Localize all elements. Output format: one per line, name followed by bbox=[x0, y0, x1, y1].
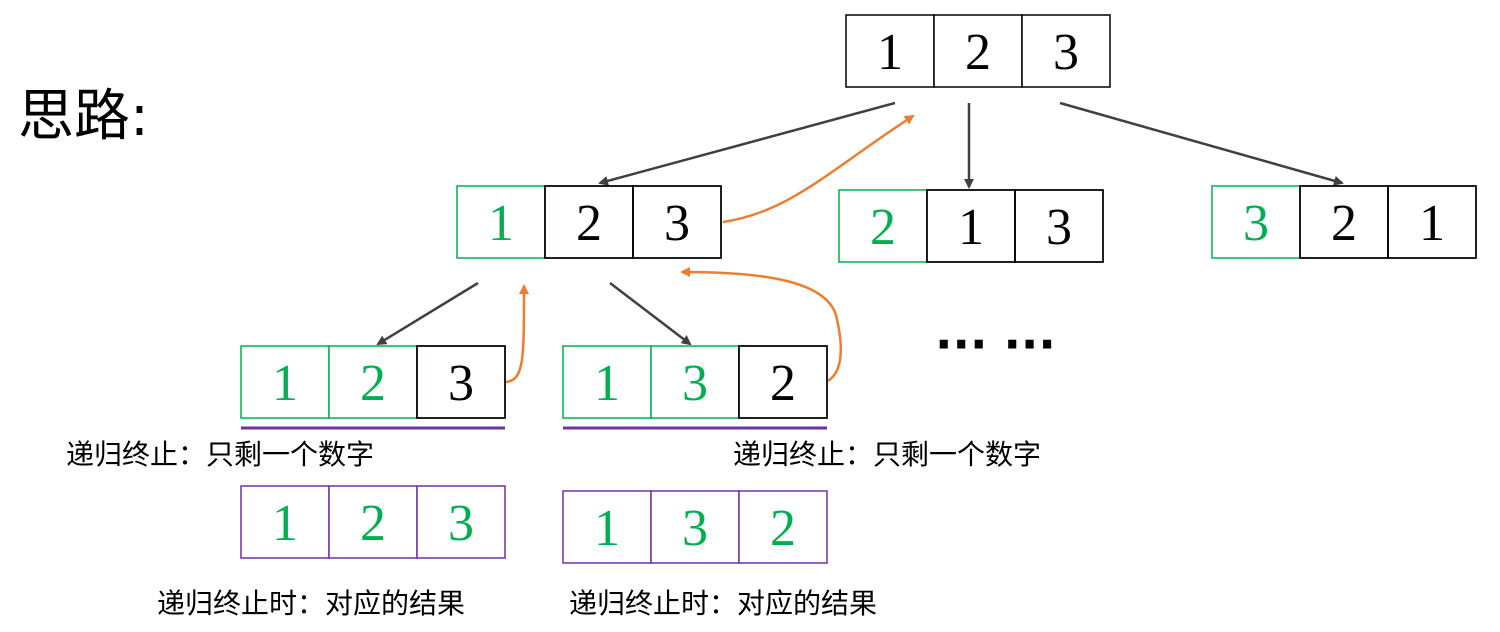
node-cell-border bbox=[1014, 189, 1104, 263]
node-cell bbox=[926, 189, 1016, 263]
node-digit: 2 bbox=[965, 24, 991, 81]
recursion-end-caption-b: 递归终止：只剩一个数字 bbox=[733, 438, 1041, 471]
node-digit: 3 bbox=[682, 355, 708, 412]
return-arrow-l2b-to-l1a bbox=[680, 267, 842, 383]
node-digit: 3 bbox=[448, 355, 474, 412]
node-cell-border bbox=[632, 185, 722, 259]
node-result-b: 1 3 2 bbox=[562, 490, 828, 564]
descend-arrow-l1a-to-l2b bbox=[609, 282, 692, 346]
node-cell bbox=[933, 14, 1023, 88]
node-digit: 3 bbox=[1053, 24, 1079, 81]
node-digit: 3 bbox=[448, 495, 474, 552]
node-digit: 2 bbox=[770, 355, 796, 412]
node-level2-b: 1 3 2 bbox=[562, 345, 828, 419]
node-digit: 3 bbox=[1046, 199, 1072, 256]
node-level1-c: 3 2 1 bbox=[1211, 185, 1477, 259]
node-digit: 1 bbox=[1419, 195, 1445, 252]
node-digit: 2 bbox=[360, 355, 386, 412]
node-cell bbox=[240, 345, 330, 419]
descend-arrow-root-to-l1a bbox=[598, 101, 896, 186]
node-digit: 1 bbox=[488, 195, 514, 252]
node-cell bbox=[650, 490, 740, 564]
descend-arrow-root-to-l1c bbox=[1059, 101, 1344, 186]
node-level1-b: 2 1 3 bbox=[838, 189, 1104, 263]
node-digit: 2 bbox=[1331, 195, 1357, 252]
node-cell bbox=[240, 485, 330, 559]
node-cell bbox=[416, 485, 506, 559]
node-digit: 1 bbox=[594, 500, 620, 557]
node-level2-a: 1 2 3 bbox=[240, 345, 506, 419]
node-cell bbox=[845, 14, 935, 88]
node-cell-border bbox=[738, 345, 828, 419]
result-caption-a: 递归终止时：对应的结果 bbox=[157, 587, 465, 620]
descend-arrow-l1a-to-l2a bbox=[376, 281, 479, 346]
node-digit: 1 bbox=[877, 24, 903, 81]
node-cell bbox=[328, 345, 418, 419]
node-digit: 3 bbox=[682, 500, 708, 557]
node-root: 1 2 3 bbox=[845, 14, 1111, 88]
node-cell bbox=[562, 345, 652, 419]
node-digit: 2 bbox=[360, 495, 386, 552]
node-cell bbox=[456, 185, 546, 259]
recursion-end-caption-a: 递归终止：只剩一个数字 bbox=[66, 438, 374, 471]
node-digit: 2 bbox=[770, 500, 796, 557]
node-digit: 1 bbox=[958, 199, 984, 256]
ellipsis: ··· ··· bbox=[935, 317, 1056, 371]
node-cell bbox=[328, 485, 418, 559]
result-caption-b: 递归终止时：对应的结果 bbox=[569, 587, 877, 620]
node-digit: 3 bbox=[1243, 195, 1269, 252]
return-arrow-l1a-to-root bbox=[722, 114, 915, 224]
node-cell bbox=[738, 345, 828, 419]
node-cell bbox=[738, 490, 828, 564]
return-arrow-l2a-to-l1a bbox=[505, 284, 529, 384]
node-digit: 3 bbox=[664, 195, 690, 252]
node-digit: 1 bbox=[272, 495, 298, 552]
node-digit: 2 bbox=[870, 199, 896, 256]
node-cell bbox=[1299, 185, 1389, 259]
node-cell bbox=[562, 490, 652, 564]
node-cell bbox=[416, 345, 506, 419]
node-cell bbox=[1021, 14, 1111, 88]
node-cell bbox=[1211, 185, 1301, 259]
node-level1-a: 1 2 3 bbox=[456, 185, 722, 259]
diagram-title: 思路: bbox=[18, 84, 149, 149]
node-digit: 2 bbox=[576, 195, 602, 252]
node-cell-border bbox=[416, 345, 506, 419]
node-cell bbox=[650, 345, 740, 419]
node-result-a: 1 2 3 bbox=[240, 485, 506, 559]
node-digit: 1 bbox=[594, 355, 620, 412]
node-digit: 1 bbox=[272, 355, 298, 412]
node-cell bbox=[838, 189, 928, 263]
node-cell-border bbox=[1387, 185, 1477, 259]
